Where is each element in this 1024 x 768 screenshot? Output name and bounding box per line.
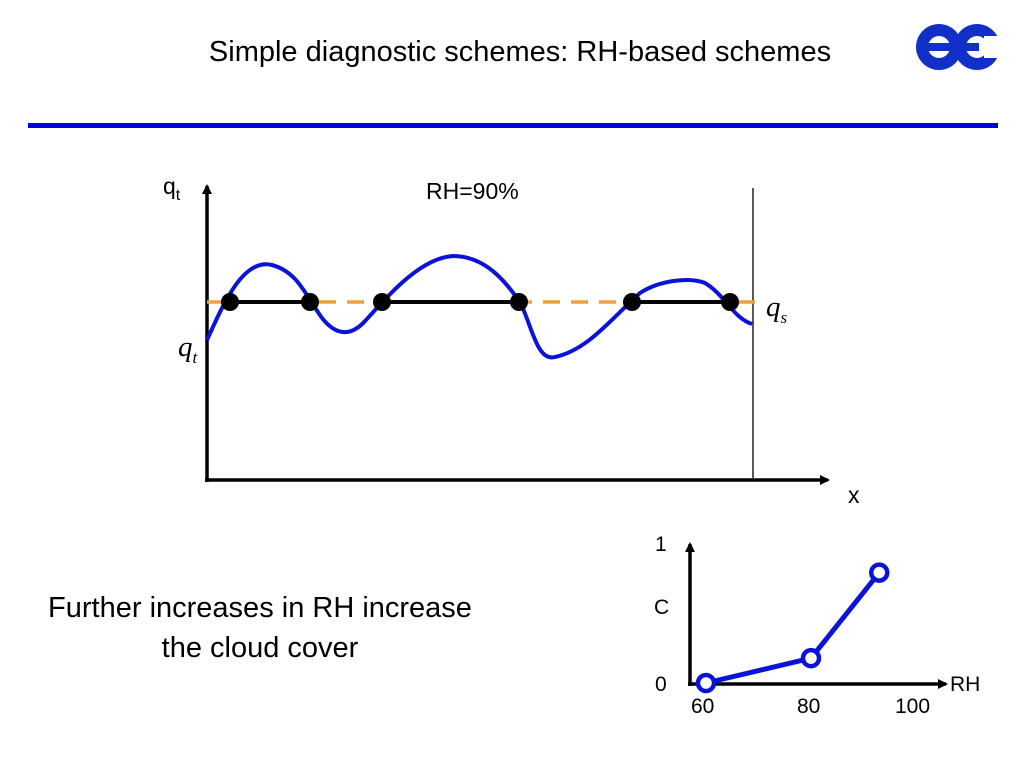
slide-title: Simple diagnostic schemes: RH-based sche… <box>208 36 832 68</box>
intersection-point <box>301 293 319 311</box>
intersection-point <box>510 293 528 311</box>
c-y-bottom-tick: 0 <box>655 673 667 696</box>
rh-label: RH=90% <box>426 178 519 204</box>
intersection-point <box>373 293 391 311</box>
cloud-cover-point <box>869 562 890 583</box>
c-x-axis-label: RH <box>950 673 980 696</box>
intersection-point <box>221 293 239 311</box>
c-x-tick-80: 80 <box>797 695 820 718</box>
cloud-cover-point <box>800 647 822 669</box>
c-y-axis-label: C <box>654 596 669 619</box>
top-x-axis-label: x <box>848 482 860 508</box>
ecmwf-logo <box>916 24 1004 70</box>
top-y-axis-label: qt <box>163 173 181 204</box>
cloud-cover-chart: 1 C 0 RH 60 80 100 <box>654 533 980 718</box>
curve-label: qt <box>178 331 199 367</box>
caption-text: Further increases in RH increase the clo… <box>48 592 472 664</box>
cloud-cover-point <box>695 672 717 694</box>
intersection-point <box>721 293 739 311</box>
qt-profile-diagram: qt RH=90% x qs qt <box>163 173 860 508</box>
qt-curve <box>205 253 753 360</box>
title-underline <box>28 123 998 128</box>
intersection-point <box>623 293 641 311</box>
c-x-tick-60: 60 <box>691 695 714 718</box>
c-y-top-tick: 1 <box>655 533 667 556</box>
threshold-label: qs <box>766 291 788 327</box>
cloud-cover-line <box>705 571 882 686</box>
c-x-tick-100: 100 <box>895 695 930 718</box>
